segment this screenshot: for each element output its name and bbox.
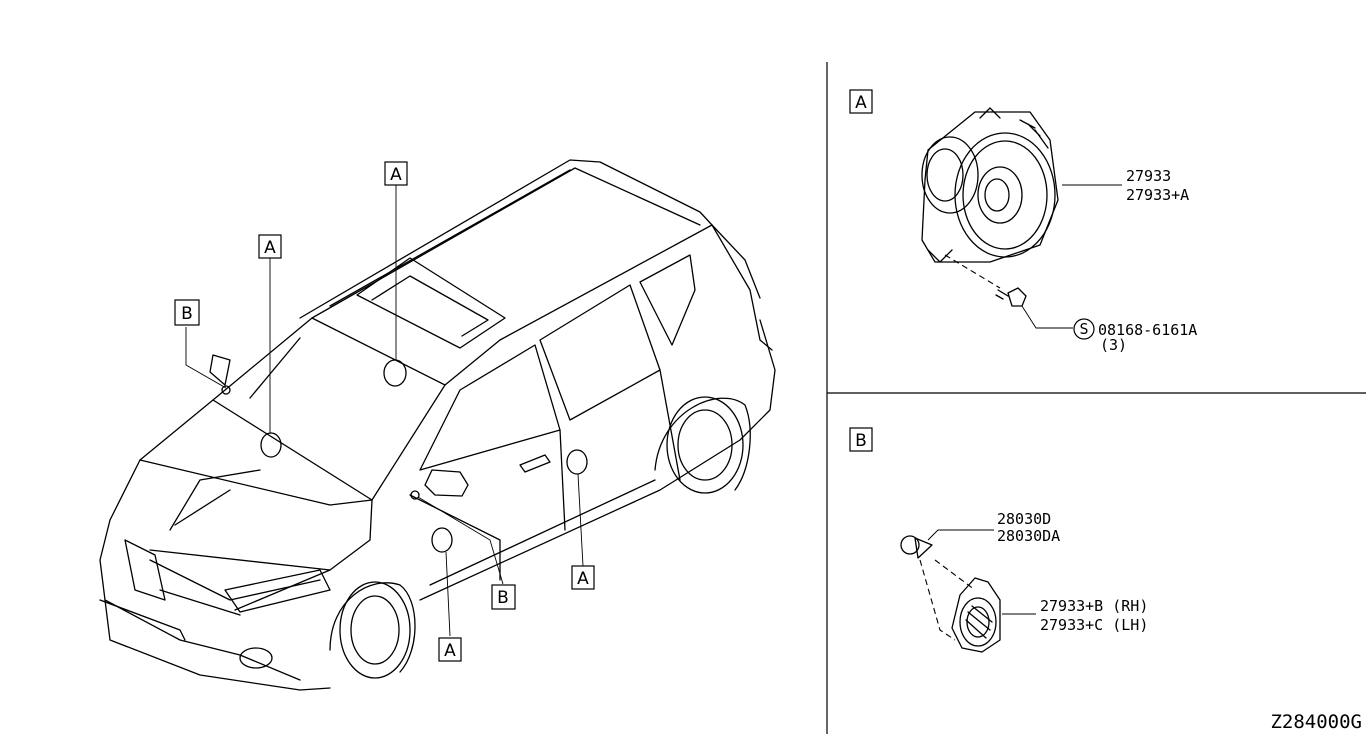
callout-a-pillar-text: A [264, 238, 276, 258]
rear-roof-speaker [383, 359, 407, 387]
rear-door-speaker [566, 449, 588, 475]
dash-tweeter [221, 385, 231, 395]
speaker-part-number-1: 27933 [1126, 167, 1171, 185]
bolt-part-number-1: 28030D [997, 510, 1051, 528]
tweeter-part-number-lh: 27933+C (LH) [1040, 616, 1148, 634]
bolt-dash-line [919, 559, 976, 641]
tweeter-illustration [951, 577, 1001, 653]
door-tweeter [410, 490, 420, 500]
front-pillar-speaker [260, 432, 282, 458]
diagram-code: Z284000G [1270, 711, 1362, 733]
screw-dash-line [944, 254, 1001, 289]
callout-b-door-text: B [497, 588, 509, 608]
tweeter-part-number-rh: 27933+B (RH) [1040, 597, 1148, 615]
section-a-label: A [849, 89, 873, 114]
bolt-leader [927, 529, 994, 541]
speaker-illustration [921, 107, 1059, 263]
bolt-part-number-2: 28030DA [997, 527, 1060, 545]
section-a-label-text: A [855, 93, 867, 113]
callout-a-roof-text: A [390, 165, 402, 185]
panel-dividers [826, 62, 1366, 734]
callout-leaders [185, 185, 584, 637]
callout-a-rear-door: A [571, 565, 595, 590]
callout-b-dash: B [174, 299, 200, 326]
section-b-label: B [849, 427, 873, 452]
front-door-speaker [431, 527, 453, 553]
screw-s-symbol-text: S [1079, 320, 1088, 338]
screw-icon [995, 287, 1027, 307]
callout-a-front-door-text: A [444, 641, 456, 661]
callout-a-rear-door-text: A [577, 569, 589, 589]
section-b-label-text: B [855, 431, 867, 451]
callout-b-dash-text: B [181, 304, 193, 324]
callout-a-front-door: A [438, 637, 462, 662]
callout-a-pillar: A [258, 234, 282, 259]
vehicle-speaker-markers [221, 359, 588, 553]
callout-a-roof: A [384, 161, 408, 186]
vehicle-illustration [99, 159, 776, 691]
screw-s-symbol: S [1073, 318, 1095, 340]
screw-part-number: 08168-6161A [1098, 321, 1197, 339]
callout-b-door: B [491, 584, 516, 610]
screw-quantity: (3) [1100, 336, 1127, 354]
speaker-part-number-2: 27933+A [1126, 186, 1189, 204]
screw-leader [1021, 305, 1073, 329]
bolt-icon [900, 535, 933, 559]
